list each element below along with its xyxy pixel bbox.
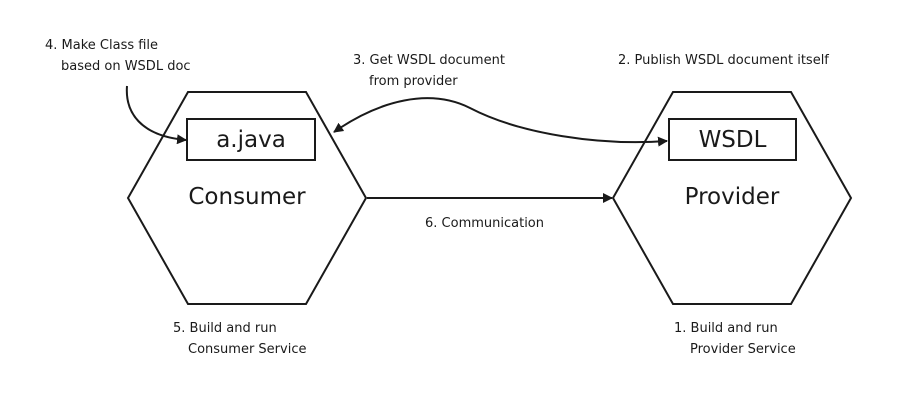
a-java-box: a.java [186, 118, 316, 161]
step3-line1: 3. Get WSDL document [353, 53, 505, 68]
make-class-arrow [125, 85, 187, 145]
step4-line2: based on WSDL doc [61, 59, 191, 74]
step6-label: 6. Communication [425, 216, 544, 231]
step5-line1: 5. Build and run [173, 321, 277, 336]
step3-label: 3. Get WSDL document from provider [353, 50, 505, 92]
step1-line1: 1. Build and run [674, 321, 778, 336]
consumer-hexagon [126, 91, 368, 305]
step5-label: 5. Build and run Consumer Service [173, 318, 306, 360]
wsdl-box: WSDL [668, 118, 797, 161]
step2-label: 2. Publish WSDL document itself [618, 53, 829, 68]
a-java-label: a.java [216, 126, 286, 153]
provider-title: Provider [684, 184, 780, 210]
step1-line2: Provider Service [690, 342, 796, 357]
get-wsdl-arrow [333, 97, 668, 147]
consumer-title: Consumer [188, 184, 306, 210]
step4-line1: 4. Make Class file [45, 38, 159, 53]
wsdl-label: WSDL [698, 126, 767, 153]
step3-line2: from provider [369, 74, 458, 89]
step5-line2: Consumer Service [188, 342, 307, 357]
provider-hexagon [611, 91, 853, 305]
step4-label: 4. Make Class file based on WSDL doc [45, 35, 191, 77]
step1-label: 1. Build and run Provider Service [674, 318, 796, 360]
